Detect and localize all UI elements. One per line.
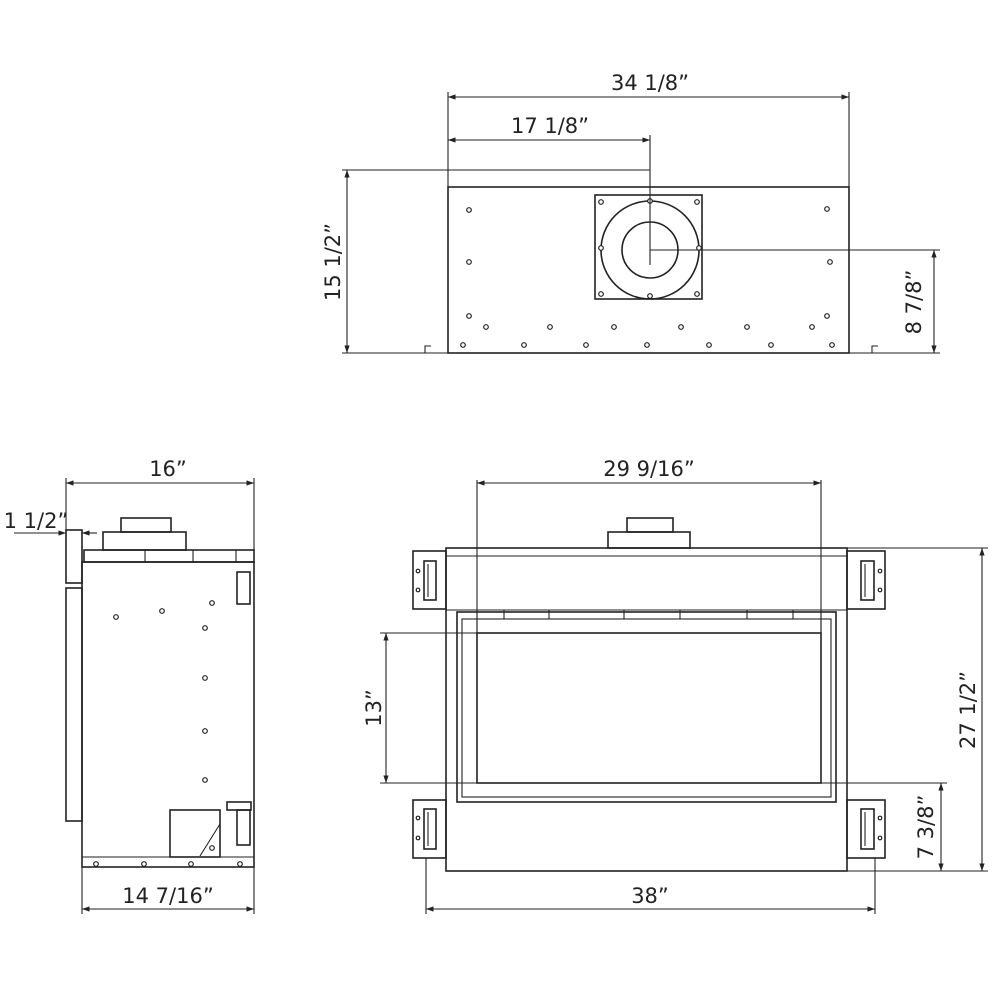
dim-standoff: 1 1/2” <box>4 509 69 533</box>
dim-opening-width: 29 9/16” <box>603 457 694 481</box>
dim-side-top-width: 16” <box>149 457 187 481</box>
top-view: 34 1/8” 17 1/8” 15 1/2” 8 7/8” <box>321 71 940 354</box>
mounting-bracket-top-left <box>412 550 447 610</box>
mounting-bracket-top-right <box>846 550 886 610</box>
front-view-flue-collar <box>626 517 674 533</box>
front-view-flue-base <box>607 531 691 549</box>
mounting-bracket-bottom-left <box>412 799 447 859</box>
dim-depth: 15 1/2” <box>321 223 345 301</box>
side-view-flue-collar <box>120 517 172 533</box>
dim-side-bottom-width: 14 7/16” <box>122 884 213 908</box>
dim-flue-height: 8 7/8” <box>902 270 926 335</box>
side-view-top-panel <box>83 549 255 563</box>
front-view-outline <box>445 547 848 872</box>
side-view-side-panel <box>65 587 83 822</box>
side-view-flue-base <box>102 531 187 551</box>
dim-bracket-height: 7 3/8” <box>914 795 938 860</box>
dim-front-overall-width: 38” <box>631 884 669 908</box>
top-view-body <box>447 186 850 354</box>
top-view-holes <box>460 198 835 348</box>
flue-collar <box>594 194 703 300</box>
dim-overall-width: 34 1/8” <box>611 71 689 95</box>
side-view: 16” 1 1/2” 14 7/16” <box>4 457 255 914</box>
front-view: 29 9/16” 13” 27 1/2” 7 3/8” 38” <box>362 457 988 914</box>
mounting-bracket-bottom-right <box>846 799 886 859</box>
dim-opening-height: 13” <box>362 689 386 727</box>
dim-flue-offset: 17 1/8” <box>511 114 589 138</box>
side-view-holes <box>93 600 243 867</box>
side-view-body <box>81 561 255 868</box>
dim-overall-height: 27 1/2” <box>956 671 980 749</box>
front-view-glass-opening <box>476 632 822 784</box>
side-view-standoff <box>65 529 83 584</box>
front-view-frame <box>456 611 837 803</box>
